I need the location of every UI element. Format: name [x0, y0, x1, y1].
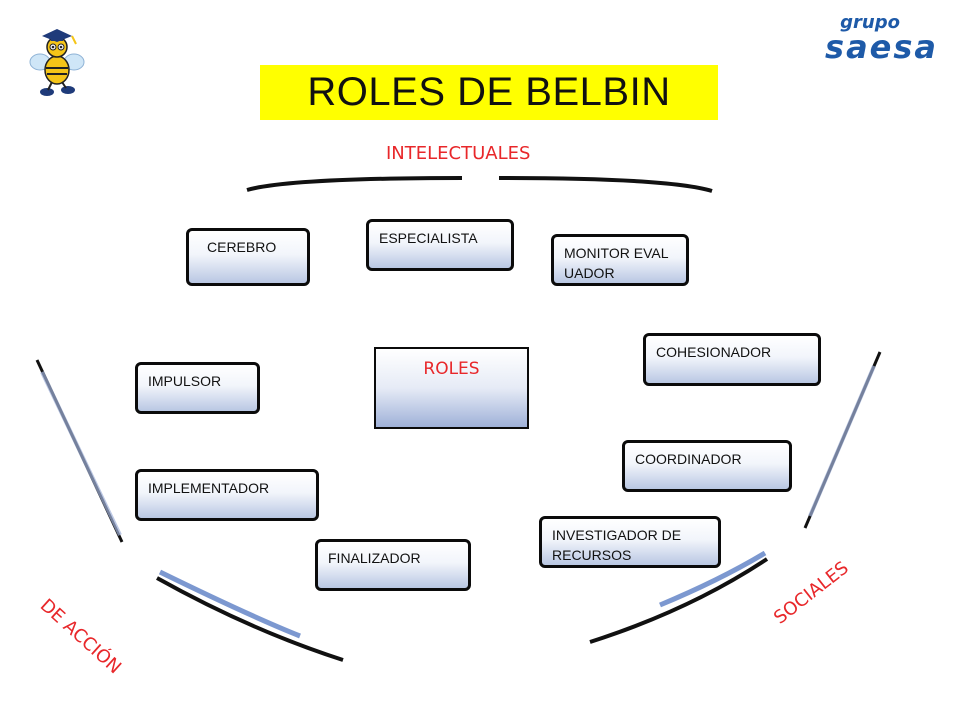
role-box-especialista: ESPECIALISTA [366, 219, 514, 271]
logo-saesa-text: saesa [825, 28, 938, 66]
role-box-finalizador: FINALIZADOR [315, 539, 471, 591]
grupo-saesa-logo: grupo saesa [778, 12, 938, 66]
role-label-investigador-de-recursos: INVESTIGADOR DE RECURSOS [552, 527, 682, 563]
bracket-sociales-lower [589, 557, 769, 644]
role-box-cohesionador: COHESIONADOR [643, 333, 821, 386]
role-box-monitor-evaluador: MONITOR EVALUADOR [551, 234, 689, 286]
graduate-bee-mascot-icon [29, 29, 85, 96]
role-box-coordinador: COORDINADOR [622, 440, 792, 492]
role-label-monitor-evaluador: MONITOR EVALUADOR [564, 245, 669, 281]
role-label-cerebro: CEREBRO [207, 239, 277, 255]
role-box-impulsor: IMPULSOR [135, 362, 260, 414]
role-label-coordinador: COORDINADOR [635, 451, 742, 467]
page-title: ROLES DE BELBIN [307, 70, 671, 114]
center-roles-box: ROLES [374, 347, 529, 429]
role-label-finalizador: FINALIZADOR [328, 550, 421, 566]
group-label-intelectuales: INTELECTUALES [386, 143, 531, 164]
bracket-sociales-lower-shade [659, 550, 767, 608]
role-label-impulsor: IMPULSOR [148, 373, 222, 389]
bracket-intelectuales-right [498, 176, 713, 193]
bracket-sociales-upper-shade [808, 365, 876, 517]
bracket-accion-upper-shade [40, 371, 122, 536]
role-box-investigador-de-recursos: INVESTIGADOR DE RECURSOS [539, 516, 721, 568]
bracket-accion-lower-shade [158, 569, 301, 639]
role-label-cohesionador: COHESIONADOR [656, 344, 772, 360]
title-band: ROLES DE BELBIN [260, 65, 718, 120]
bracket-intelectuales-left [246, 176, 463, 192]
role-label-implementador: IMPLEMENTADOR [148, 480, 270, 496]
logo-grupo-text: grupo [840, 12, 900, 33]
role-label-especialista: ESPECIALISTA [379, 230, 478, 246]
role-box-implementador: IMPLEMENTADOR [135, 469, 319, 521]
role-box-cerebro: CEREBRO [186, 228, 310, 286]
bracket-accion-lower [156, 576, 344, 662]
center-roles-label: ROLES [423, 359, 480, 379]
